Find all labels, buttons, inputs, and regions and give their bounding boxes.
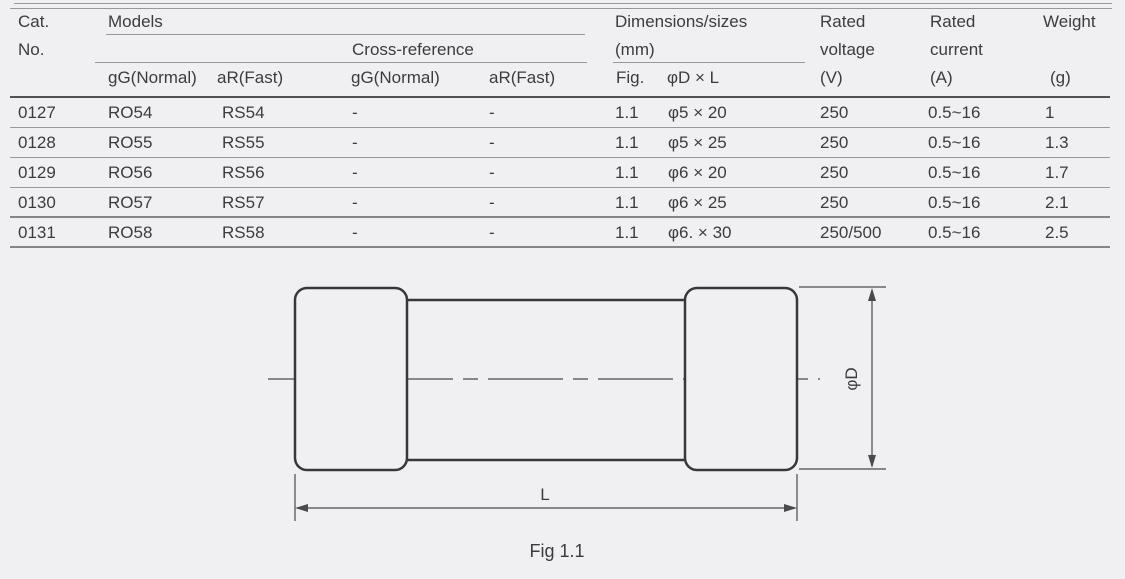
row-divider	[10, 127, 1110, 128]
table-cell: -	[489, 163, 495, 182]
rated-voltage-header-2: voltage	[820, 40, 875, 59]
crossref-group-rule	[95, 62, 587, 63]
table-row: 0128 RO55 RS55 - - 1.1 φ5 × 25 250 0.5~16 1.3	[0, 128, 1125, 158]
arrow-left-icon	[295, 504, 308, 512]
arrow-right-icon	[784, 504, 797, 512]
table-cell: -	[489, 223, 495, 242]
table-cell: RS55	[222, 133, 265, 152]
table-cell: 1.1	[615, 103, 639, 122]
top-rule	[14, 3, 1112, 4]
dimensions-group-header: Dimensions/sizes	[615, 12, 748, 31]
table-cell: 0129	[18, 163, 56, 182]
models-group-rule	[106, 34, 585, 35]
table-cell: -	[352, 223, 358, 242]
table-cell: -	[352, 193, 358, 212]
table-cell: 1	[1045, 103, 1055, 122]
table-row: 0131 RO58 RS58 - - 1.1 φ6. × 30 250/500 0.5~16 2.…	[0, 218, 1125, 248]
table-cell: 250	[820, 163, 849, 182]
rated-current-header-1: Rated	[930, 12, 976, 31]
table-cell: 0128	[18, 133, 56, 152]
table-cell: 2.5	[1045, 223, 1069, 242]
table-cell: RS54	[222, 103, 265, 122]
table-row: 0129 RO56 RS56 - - 1.1 φ6 × 20 250 0.5~16 1.7	[0, 158, 1125, 188]
table-cell: 0131	[18, 223, 56, 242]
table-cell: 1.1	[615, 193, 639, 212]
subheader-models-gg: gG(Normal)	[108, 68, 197, 87]
table-cell: -	[352, 133, 358, 152]
table-cell: RO54	[108, 103, 153, 122]
rated-current-header-2: current	[930, 40, 983, 59]
table-cell: RO58	[108, 223, 153, 242]
length-label: L	[540, 485, 549, 504]
table-cell: 1.7	[1045, 163, 1069, 182]
subheader-d-x-l: φD × L	[667, 68, 720, 87]
table-cell: 1.3	[1045, 133, 1069, 152]
table-cell: -	[489, 133, 495, 152]
table-cell: RS57	[222, 193, 265, 212]
table-cell: -	[489, 193, 495, 212]
table-cell: φ5 × 25	[668, 133, 727, 152]
table-cell: 0130	[18, 193, 56, 212]
subheader-fig: Fig.	[616, 68, 645, 87]
diameter-label: φD	[842, 367, 861, 390]
subheader-crossref-gg: gG(Normal)	[351, 68, 440, 87]
rated-current-unit: (A)	[930, 68, 953, 87]
top-rule-2	[10, 8, 1112, 9]
weight-header: Weight	[1043, 12, 1096, 31]
weight-unit: (g)	[1050, 68, 1071, 87]
table-cell: 0.5~16	[928, 103, 981, 122]
rated-voltage-unit: (V)	[820, 68, 843, 87]
table-cell: 0.5~16	[928, 193, 981, 212]
table-cell: 0.5~16	[928, 163, 981, 182]
table-cell: RS56	[222, 163, 265, 182]
table-cell: 1.1	[615, 223, 639, 242]
fuse-right-cap	[683, 286, 799, 472]
table-cell: 0.5~16	[928, 133, 981, 152]
dimensions-unit-label: (mm)	[615, 40, 655, 59]
table-cell: φ6. × 30	[668, 223, 732, 242]
table-cell: φ6 × 25	[668, 193, 727, 212]
fuse-dimension-drawing: φD L Fig 1.1	[268, 286, 886, 561]
arrow-down-icon	[868, 455, 876, 468]
table-cell: 1.1	[615, 133, 639, 152]
table-cell: -	[489, 103, 495, 122]
figure-caption: Fig 1.1	[529, 541, 584, 561]
arrow-up-icon	[868, 288, 876, 301]
table-cell: RS58	[222, 223, 265, 242]
header-bottom-rule	[10, 96, 1110, 98]
table-cell: RO56	[108, 163, 153, 182]
table-row: 0130 RO57 RS57 - - 1.1 φ6 × 25 250 0.5~16 2.1	[0, 188, 1125, 218]
subheader-crossref-ar: aR(Fast)	[489, 68, 556, 87]
table-cell: φ6 × 20	[668, 163, 727, 182]
row-divider-heavy	[10, 216, 1110, 218]
col-header-cat-no: No.	[18, 40, 45, 59]
fuse-left-cap	[293, 286, 409, 472]
table-cell: 250/500	[820, 223, 882, 242]
table-cell: -	[352, 163, 358, 182]
rated-voltage-header-1: Rated	[820, 12, 866, 31]
col-header-cat: Cat.	[18, 12, 50, 31]
table-cell: 250	[820, 103, 849, 122]
subheader-models-ar: aR(Fast)	[217, 68, 284, 87]
table-cell: 0127	[18, 103, 56, 122]
table-cell: RO57	[108, 193, 153, 212]
table-cell: 250	[820, 133, 849, 152]
table-cell: 2.1	[1045, 193, 1069, 212]
table-cell: 250	[820, 193, 849, 212]
models-group-header: Models	[108, 12, 163, 31]
table-cell: RO55	[108, 133, 153, 152]
table-cell: -	[352, 103, 358, 122]
table-row: 0127 RO54 RS54 - - 1.1 φ5 × 20 250 0.5~16 1	[0, 98, 1125, 128]
dimensions-group-rule	[613, 62, 805, 63]
table-cell: 1.1	[615, 163, 639, 182]
cross-reference-header: Cross-reference	[352, 40, 474, 59]
table-cell: 0.5~16	[928, 223, 981, 242]
row-divider	[10, 157, 1110, 158]
row-divider	[10, 187, 1110, 188]
table-bottom-rule	[10, 246, 1110, 248]
table-cell: φ5 × 20	[668, 103, 727, 122]
